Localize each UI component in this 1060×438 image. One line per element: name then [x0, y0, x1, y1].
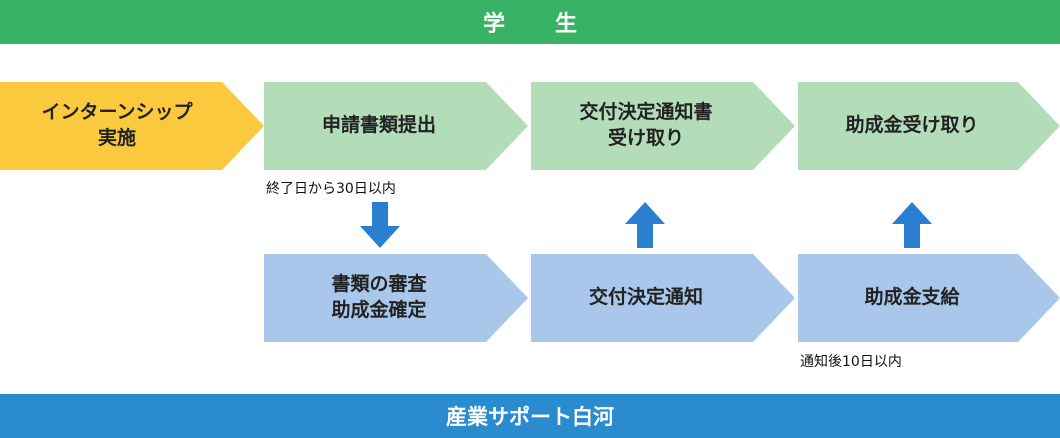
step-receive-decision-notice-label: 交付決定通知書 受け取り	[579, 101, 713, 149]
step-internship-label: インターンシップ 実施	[41, 101, 193, 149]
student-band: 学 生	[0, 0, 1060, 44]
step-decision-notice: 交付決定通知	[531, 254, 795, 342]
step-review-documents: 書類の審査 助成金確定	[264, 254, 528, 342]
up-arrow-icon	[625, 202, 665, 248]
step-submit-application-label: 申請書類提出	[321, 114, 436, 137]
step-receive-subsidy: 助成金受け取り	[798, 82, 1060, 170]
step-receive-subsidy-label: 助成金受け取り	[845, 114, 979, 137]
note-submit-deadline: 終了日から30日以内	[266, 181, 396, 197]
down-arrow-icon	[360, 202, 400, 248]
step-receive-decision-notice: 交付決定通知書 受け取り	[531, 82, 795, 170]
step-pay-subsidy: 助成金支給	[798, 254, 1060, 342]
step-pay-subsidy-label: 助成金支給	[864, 286, 960, 309]
up-arrow-icon	[892, 202, 932, 248]
student-band-title: 学 生	[482, 12, 591, 37]
note-payment-deadline: 通知後10日以内	[800, 354, 902, 370]
step-decision-notice-label: 交付決定通知	[588, 286, 703, 309]
support-band: 産業サポート白河	[0, 394, 1060, 438]
step-review-documents-label: 書類の審査 助成金確定	[331, 273, 427, 321]
step-submit-application: 申請書類提出	[264, 82, 528, 170]
step-internship: インターンシップ 実施	[0, 82, 264, 170]
support-band-title: 産業サポート白河	[446, 405, 614, 429]
